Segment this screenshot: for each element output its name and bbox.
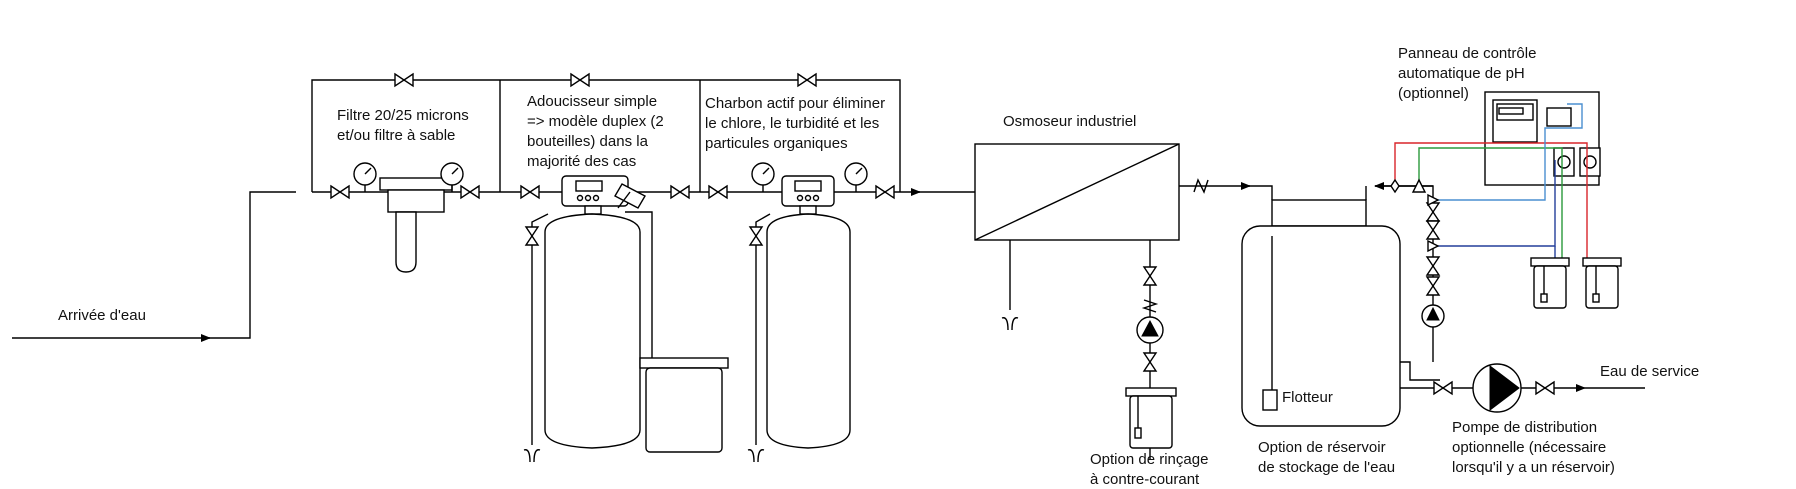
carbon-filter-unit <box>766 175 851 449</box>
backwash-tank <box>1125 387 1177 449</box>
label-storage: Option de réservoir de stockage de l'eau <box>1258 439 1395 476</box>
check-valve-riser <box>1427 193 1440 207</box>
injection-point-green <box>1411 178 1427 193</box>
label-pump: Pompe de distribution optionnelle (néces… <box>1452 419 1615 476</box>
softener-unit <box>544 175 729 453</box>
label-ro-unit: Osmoseur industriel <box>1003 113 1136 130</box>
valve-v-7 <box>1425 276 1441 296</box>
gauge-carbon-in <box>751 162 775 192</box>
svg-text:de stockage de l'eau: de stockage de l'eau <box>1258 459 1395 476</box>
valve-1 <box>460 184 480 200</box>
svg-text:Panneau de contrôle: Panneau de contrôle <box>1398 45 1536 62</box>
valve-v-3 <box>1142 352 1158 372</box>
injector-valve <box>614 183 646 209</box>
gauge-filter-in <box>353 162 377 192</box>
svg-text:bouteilles) dans la: bouteilles) dans la <box>527 133 649 150</box>
svg-text:à contre-courant: à contre-courant <box>1090 471 1200 488</box>
injection-point-red <box>1390 178 1400 194</box>
gauge-carbon-out <box>844 162 868 192</box>
svg-text:lorsqu'il y a un réservoir): lorsqu'il y a un réservoir) <box>1452 459 1615 476</box>
check-valve-riser <box>1427 239 1440 253</box>
ph-control-panel <box>1484 91 1601 186</box>
svg-text:Option de rinçage: Option de rinçage <box>1090 451 1208 468</box>
valve-9 <box>1433 380 1453 396</box>
svg-text:(optionnel): (optionnel) <box>1398 85 1469 102</box>
check-valve-ro <box>1193 178 1209 194</box>
label-float: Flotteur <box>1282 389 1333 406</box>
valve-v-2 <box>1142 266 1158 286</box>
valve-v-1 <box>748 226 764 246</box>
label-water-inlet: Arrivée d'eau <box>58 307 146 324</box>
svg-text:le chlore, le turbidité et les: le chlore, le turbidité et les <box>705 115 879 132</box>
valve-v-4 <box>1425 202 1441 222</box>
valve-8 <box>797 72 817 88</box>
valve-v-6 <box>1425 256 1441 276</box>
svg-text:Charbon actif pour éliminer: Charbon actif pour éliminer <box>705 95 885 112</box>
valve-v-5 <box>1425 220 1441 240</box>
valve-0 <box>330 184 350 200</box>
filter-cartridge <box>379 177 453 273</box>
svg-text:Option de réservoir: Option de réservoir <box>1258 439 1386 456</box>
drain-lines <box>523 213 771 463</box>
backwash-pump <box>1136 299 1164 344</box>
label-carbon: Charbon actif pour éliminer le chlore, l… <box>705 95 885 152</box>
valve-3 <box>670 184 690 200</box>
ro-unit <box>974 143 1273 460</box>
valve-4 <box>708 184 728 200</box>
svg-text:majorité des cas: majorité des cas <box>527 153 636 170</box>
label-backwash: Option de rinçage à contre-courant <box>1090 451 1208 488</box>
label-filter: Filtre 20/25 microns et/ou filtre à sabl… <box>337 107 469 144</box>
svg-text:=> modèle duplex (2: => modèle duplex (2 <box>527 113 664 130</box>
svg-text:Adoucisseur simple: Adoucisseur simple <box>527 93 657 110</box>
valve-2 <box>520 184 540 200</box>
label-service-water: Eau de service <box>1600 363 1699 380</box>
gauge-filter-out <box>440 162 464 192</box>
valve-6 <box>394 72 414 88</box>
svg-text:Pompe de distribution: Pompe de distribution <box>1452 419 1597 436</box>
valve-5 <box>875 184 895 200</box>
svg-text:particules organiques: particules organiques <box>705 135 848 152</box>
valve-7 <box>570 72 590 88</box>
storage-tank <box>1241 186 1440 427</box>
dosing-tanks <box>1530 257 1622 309</box>
svg-text:optionnelle (nécessaire: optionnelle (nécessaire <box>1452 439 1606 456</box>
label-softener: Adoucisseur simple => modèle duplex (2 b… <box>527 93 664 170</box>
dosing-lines <box>1394 103 1588 260</box>
valve-10 <box>1535 380 1555 396</box>
svg-text:et/ou filtre à sable: et/ou filtre à sable <box>337 127 455 144</box>
valve-v-0 <box>524 226 540 246</box>
svg-text:Filtre 20/25 microns: Filtre 20/25 microns <box>337 107 469 124</box>
svg-text:automatique de pH: automatique de pH <box>1398 65 1525 82</box>
bypass-lines <box>311 79 901 192</box>
distribution-line <box>1400 363 1645 413</box>
inlet-pipe <box>12 191 296 342</box>
label-ph-panel: Panneau de contrôle automatique de pH (o… <box>1398 45 1536 102</box>
